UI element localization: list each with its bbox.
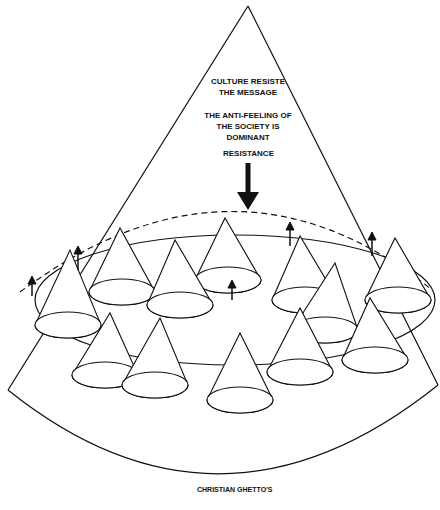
ghetto-cone: [365, 238, 431, 313]
ghetto-cone: [195, 218, 261, 293]
up-arrow: [74, 246, 82, 270]
ghetto-cone: [342, 298, 408, 373]
ghetto-cone: [207, 333, 273, 413]
up-arrow: [286, 222, 294, 246]
ghetto-cone: [147, 240, 213, 318]
cone-text: RESISTANCE: [223, 148, 274, 159]
up-arrow: [28, 276, 36, 296]
up-arrow: [228, 280, 236, 300]
cone-text: THE ANTI-FEELING OF THE SOCIETY IS DOMIN…: [198, 110, 298, 143]
cone-text: CULTURE RESISTE THE MESSAGE: [203, 76, 293, 98]
ghetto-cone: [267, 308, 333, 385]
ghetto-cone: [89, 228, 155, 305]
cone-side: [8, 6, 248, 390]
resistance-arrow: [237, 163, 259, 210]
up-arrow: [368, 232, 376, 256]
cone-side: [248, 6, 438, 385]
caption-label: CHRISTIAN GHETTO'S: [197, 484, 272, 495]
ghetto-cone: [35, 250, 101, 338]
ghetto-cone: [122, 318, 188, 398]
cone-base: [8, 385, 438, 474]
